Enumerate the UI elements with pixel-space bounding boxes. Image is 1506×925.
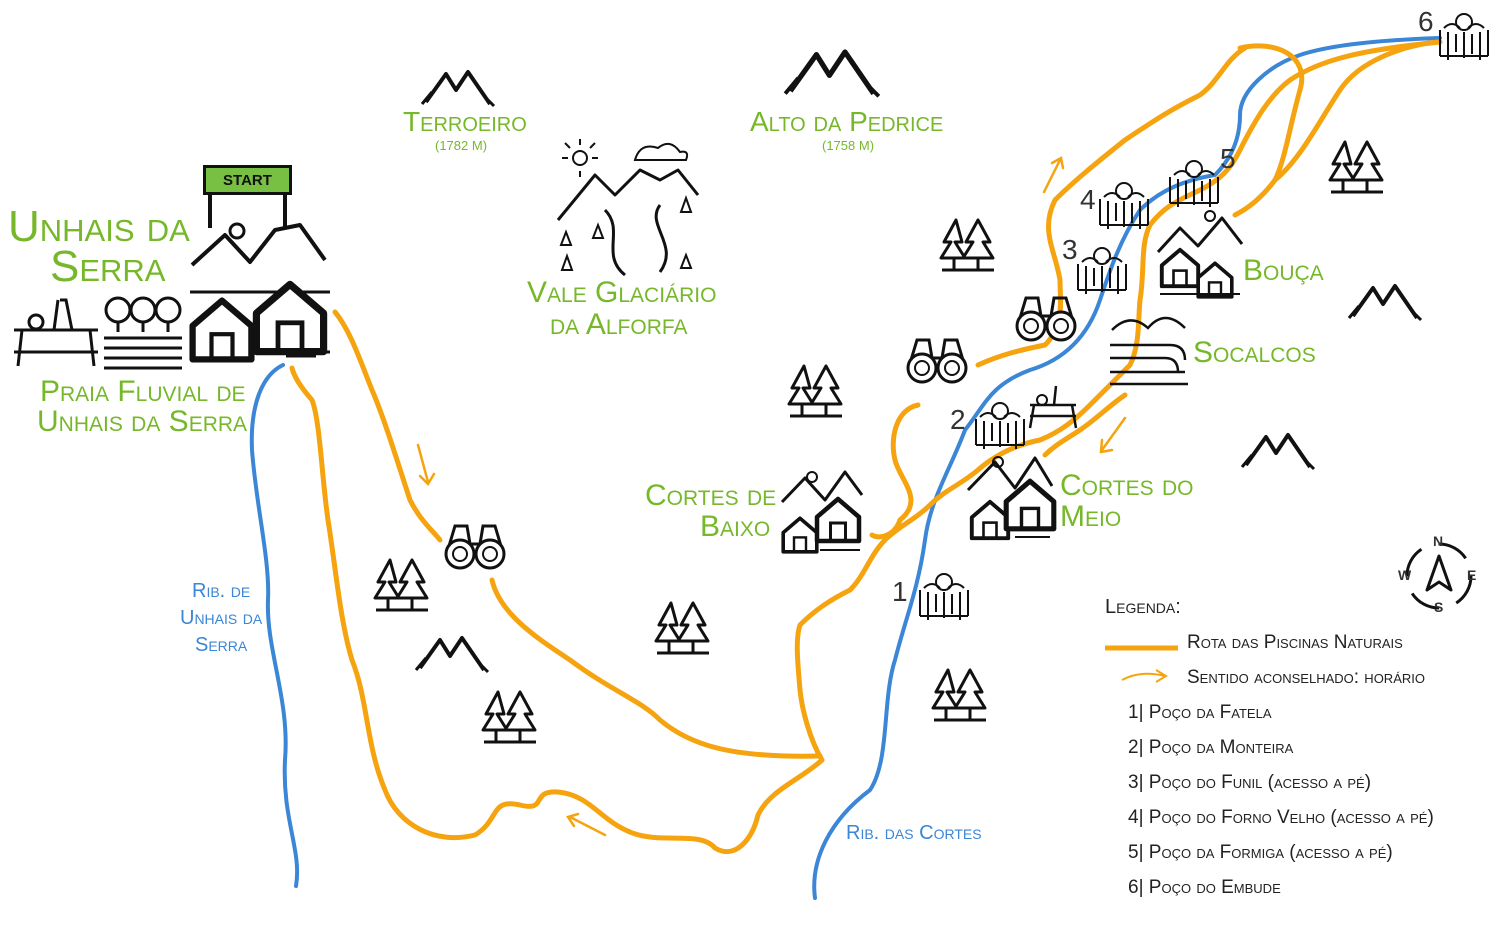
label-cortes-de-baixo-2: Baixo [700, 510, 771, 543]
legend-item: 6| Poço do Embude [1128, 877, 1281, 898]
picnic-table-icon [14, 298, 98, 367]
pool-6-waterfall-icon [1439, 13, 1489, 61]
label-cortes-do-meio-2: Meio [1060, 500, 1122, 533]
pool-2-waterfall-icon [975, 402, 1025, 450]
mountain-icon [414, 636, 490, 674]
direction-arrow [1042, 156, 1065, 194]
glacial-valley-icon [556, 139, 700, 277]
pool-number-3: 3 [1062, 234, 1078, 265]
pool-number-5: 5 [1220, 143, 1236, 174]
label-river-unhais: Rib. de Unhais da Serra [180, 578, 262, 659]
label-terroeiro-altitude: (1782 m) [435, 138, 488, 153]
trees-icon [931, 668, 988, 722]
label-praia-fluvial-2: Unhais da Serra [37, 405, 248, 438]
compass-s: S [1434, 599, 1444, 615]
village-cortes-de-baixo-icon [780, 470, 864, 554]
village-bouca-icon [1156, 210, 1244, 299]
label-unhais-da-serra-2: Serra [50, 242, 166, 291]
trees-icon [787, 364, 844, 418]
river-cortes [812, 36, 1442, 900]
legend-item: 5| Poço da Formiga (acesso a pé) [1128, 842, 1393, 863]
trees-icon [481, 690, 538, 744]
trees-icon [373, 558, 430, 612]
label-vale-glaciario-2: da Alforfa [550, 308, 688, 341]
legend-direction: Sentido aconselhado: horário [1187, 667, 1425, 688]
label-cortes-do-meio-1: Cortes do [1060, 469, 1194, 502]
mountain-icon [1240, 433, 1316, 471]
river-unhais-da-serra [249, 363, 300, 888]
pool-number-4: 4 [1080, 184, 1096, 215]
river-unhais-line-3: Serra [194, 634, 248, 656]
label-pedrice-altitude: (1758 m) [822, 138, 875, 153]
pool-5-waterfall-icon [1169, 160, 1219, 208]
start-sign: START [203, 165, 292, 195]
direction-arrow [416, 443, 436, 487]
trees-icon [939, 218, 996, 272]
pool-number-6: 6 [1418, 6, 1434, 37]
label-vale-glaciario-1: Vale Glaciário [527, 276, 717, 309]
label-cortes-de-baixo-1: Cortes de [645, 479, 777, 512]
pool-1-waterfall-icon [919, 573, 969, 621]
direction-arrow [566, 812, 607, 837]
label-river-cortes: Rib. das Cortes [846, 822, 982, 844]
compass-rose-icon [1405, 542, 1473, 610]
compass-e: E [1467, 567, 1477, 583]
label-terroeiro: Terroeiro [403, 106, 527, 137]
mountain-icon [1347, 284, 1423, 322]
label-alto-da-pedrice: Alto da Pedrice [750, 106, 944, 137]
trees-icon [654, 601, 711, 655]
compass-n: N [1433, 533, 1444, 549]
viewpoint-binoculars-icon [906, 338, 968, 384]
pool-number-1: 1 [892, 576, 908, 607]
river-unhais-line-2: Unhais da [180, 607, 263, 629]
river-unhais-line-1: Rib. de [192, 580, 251, 602]
label-unhais-da-serra-1: Unhais da [8, 202, 190, 251]
compass-w: W [1398, 567, 1412, 583]
label-bouca: Bouça [1243, 254, 1324, 287]
viewpoint-binoculars-icon [1015, 296, 1077, 342]
village-cortes-do-meio-icon [966, 456, 1054, 541]
pool-number-2: 2 [950, 404, 966, 435]
terraces-icon [1110, 316, 1188, 386]
trail-route [289, 39, 1443, 855]
label-socalcos: Socalcos [1193, 336, 1316, 369]
village-unhais-icon [190, 222, 330, 359]
park-trees-icon [104, 296, 182, 370]
pool-4-waterfall-icon [1099, 182, 1149, 230]
direction-arrow [1099, 416, 1127, 454]
legend-item: 2| Poço da Monteira [1128, 737, 1294, 758]
legend-title: Legenda: [1105, 596, 1181, 618]
label-praia-fluvial-1: Praia Fluvial de [40, 375, 246, 408]
viewpoint-binoculars-icon [444, 524, 506, 570]
legend-item: 1| Poço da Fatela [1128, 702, 1272, 723]
legend-item: 4| Poço do Forno Velho (acesso a pé) [1128, 807, 1434, 828]
legend-arrow-icon [1121, 669, 1168, 683]
mountain-icon [785, 52, 879, 96]
trees-icon [1328, 140, 1385, 194]
legend-item: 3| Poço do Funil (acesso a pé) [1128, 772, 1372, 793]
legend-route: Rota das Piscinas Naturais [1187, 632, 1403, 653]
picnic-table-icon [1028, 385, 1078, 429]
mountain-icon [420, 70, 496, 108]
pool-3-waterfall-icon [1077, 247, 1127, 295]
